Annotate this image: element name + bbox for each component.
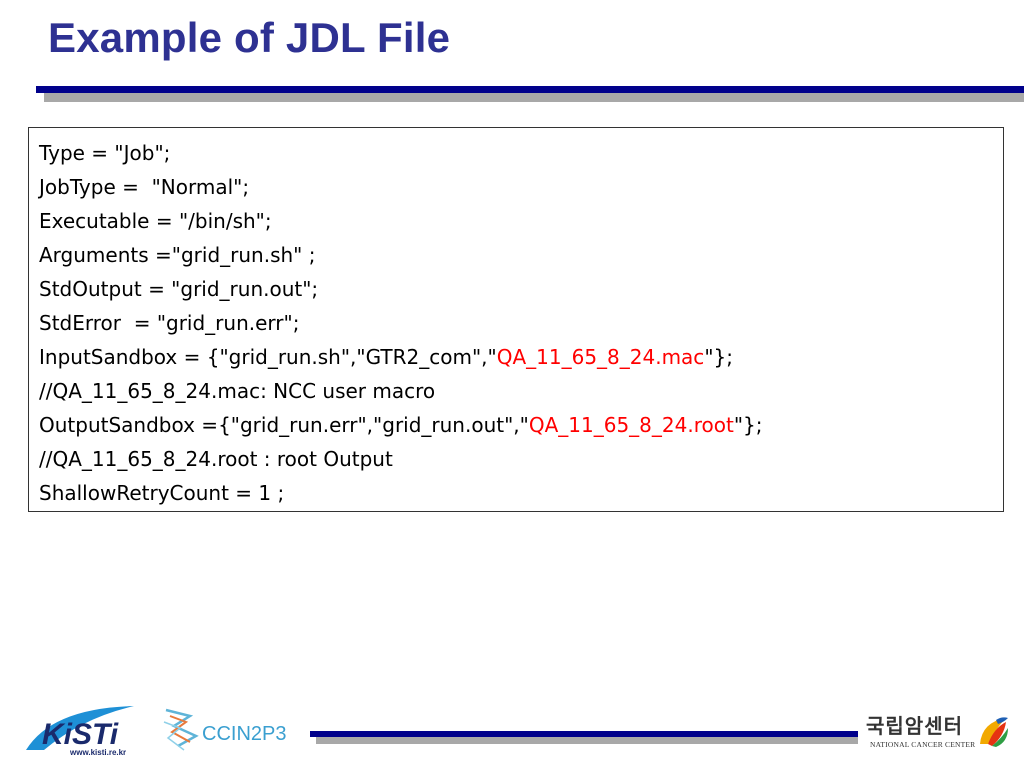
code-text: InputSandbox = {"grid_run.sh","GTR2_com"… <box>39 345 497 369</box>
code-text: OutputSandbox ={"grid_run.err","grid_run… <box>39 413 529 437</box>
ccin2p3-logo: CCIN2P3 <box>160 702 300 758</box>
code-line-executable: Executable = "/bin/sh"; <box>39 209 272 233</box>
jdl-code-box: Type = "Job"; JobType = "Normal"; Execut… <box>28 127 1004 512</box>
code-line-jobtype: JobType = "Normal"; <box>39 175 250 199</box>
ncc-emblem-icon <box>980 717 1008 747</box>
kisti-logo-mark: KiSTi <box>26 706 134 751</box>
footer-rule <box>310 731 858 737</box>
code-line-comment-root: //QA_11_65_8_24.root : root Output <box>39 447 393 471</box>
ncc-logo: 국립암센터 NATIONAL CANCER CENTER <box>866 710 1016 758</box>
code-line-stderror: StdError = "grid_run.err"; <box>39 311 300 335</box>
header-rule <box>36 86 1024 93</box>
code-line-stdoutput: StdOutput = "grid_run.out"; <box>39 277 319 301</box>
header-rule-shadow <box>44 93 1024 102</box>
code-highlight: QA_11_65_8_24.mac <box>496 345 705 369</box>
code-line-type: Type = "Job"; <box>39 141 171 165</box>
ncc-logo-english: NATIONAL CANCER CENTER <box>870 740 976 749</box>
kisti-logo-text: KiSTi <box>42 718 119 751</box>
code-text: "}; <box>704 345 733 369</box>
kisti-logo: KiSTi www.kisti.re.kr <box>22 700 142 762</box>
slide-title: Example of JDL File <box>48 14 451 61</box>
code-text: "}; <box>733 413 763 437</box>
kisti-url: www.kisti.re.kr <box>70 748 127 757</box>
ncc-logo-korean: 국립암센터 <box>866 714 963 738</box>
ccin2p3-logo-text: CCIN2P3 <box>202 723 286 745</box>
code-line-inputsandbox: InputSandbox = {"grid_run.sh","GTR2_com"… <box>39 340 1003 374</box>
code-highlight: QA_11_65_8_24.root <box>528 413 734 437</box>
code-line-outputsandbox: OutputSandbox ={"grid_run.err","grid_run… <box>39 408 1003 442</box>
code-line-comment-macro: //QA_11_65_8_24.mac: NCC user macro <box>39 379 436 403</box>
ccin2p3-logo-mark: CCIN2P3 <box>163 708 286 751</box>
footer-rule-shadow <box>316 737 858 744</box>
code-line-arguments: Arguments ="grid_run.sh" ; <box>39 243 316 267</box>
code-line-retrycount: ShallowRetryCount = 1 ; <box>39 481 285 505</box>
